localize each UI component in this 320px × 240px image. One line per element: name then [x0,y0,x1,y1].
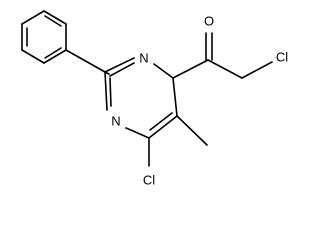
phenyl-ring [21,10,67,64]
bond [176,115,208,146]
double-bond-inner [109,62,135,77]
bond [21,49,45,64]
chlorine-ring-label: Cl [143,173,155,188]
pyrimidine-ring [104,57,178,139]
chemical-structure: N N Cl O Cl [21,10,288,188]
double-bond-inner [44,47,62,59]
bond [172,77,178,117]
double-bond-inner [44,15,62,27]
bond [43,49,67,64]
nitrogen-bottom-label: N [111,114,120,129]
bond [241,61,273,79]
bond [148,115,178,139]
bond [125,127,150,139]
bond [172,59,209,79]
bond [21,10,45,25]
nitrogen-top-label: N [139,51,148,66]
bond [153,63,174,79]
double-bond-inner [109,77,112,107]
bond [43,10,67,25]
double-bond-inner [149,112,173,131]
bond [207,59,243,79]
bond [104,71,108,111]
bond [65,49,106,73]
bond [104,57,135,73]
chlorine-chain-label: Cl [276,50,288,65]
oxygen-label: O [204,14,214,29]
